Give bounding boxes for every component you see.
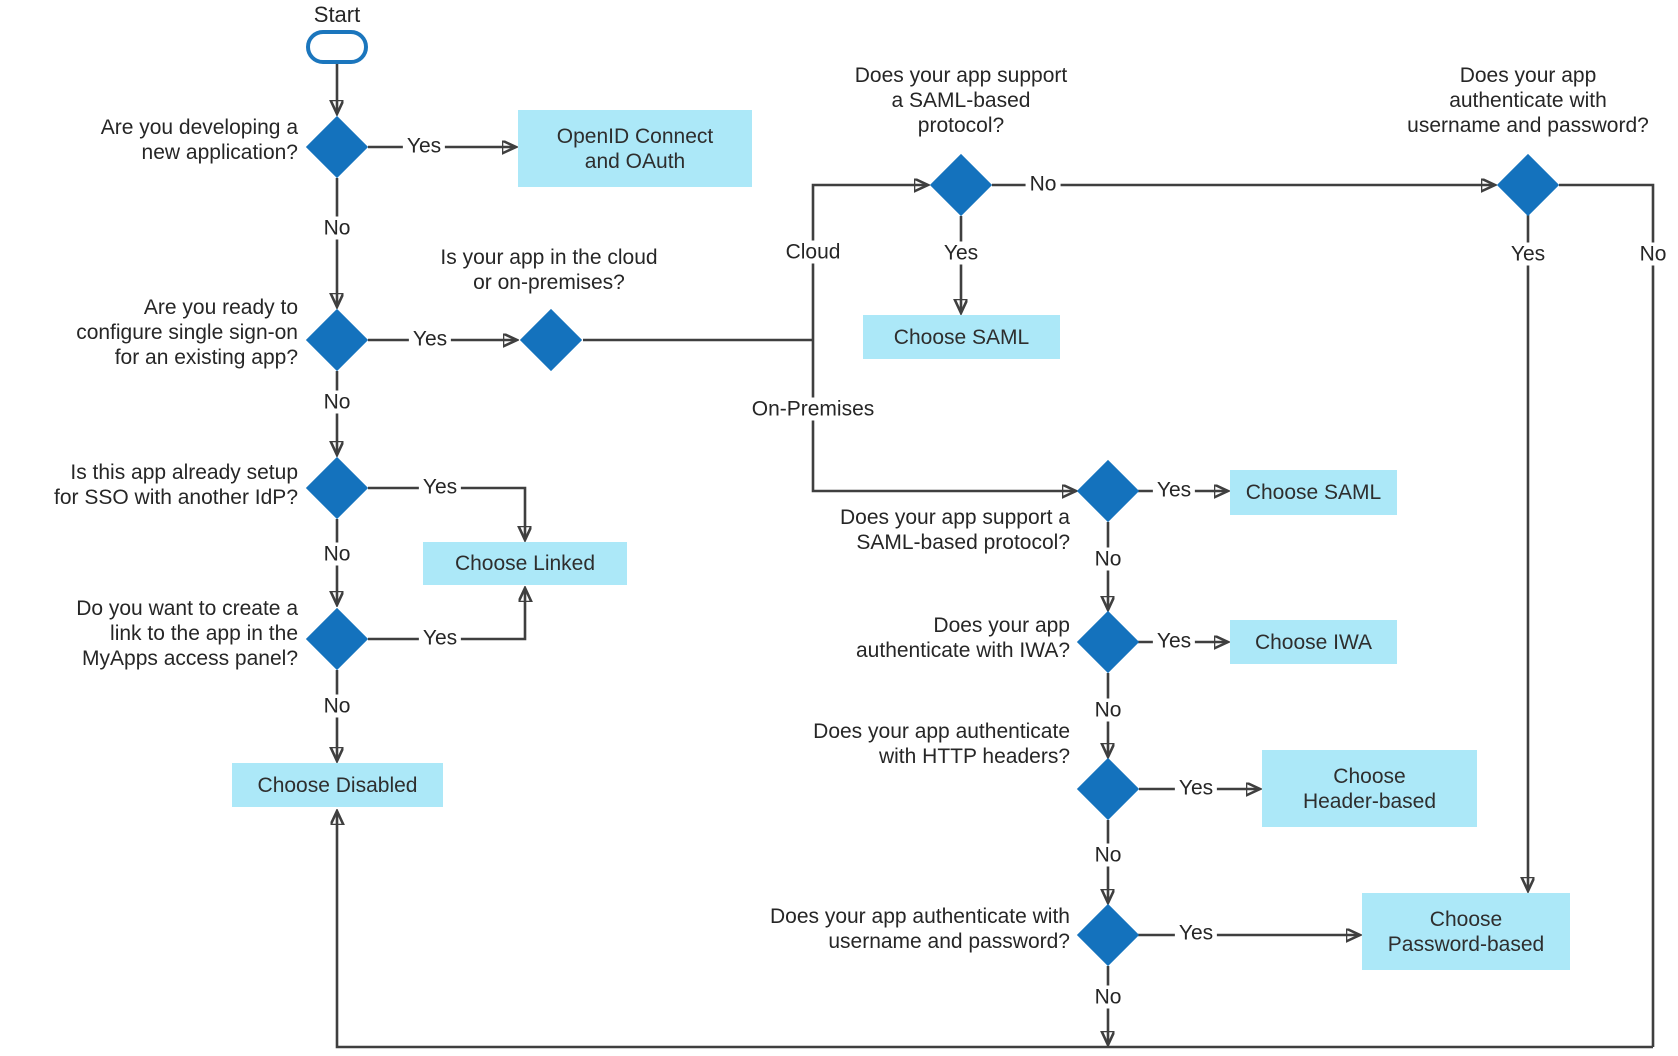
question-myapps-link: Do you want to create a link to the app …	[76, 597, 298, 670]
label-yes-samlcloud: Yes	[939, 241, 983, 265]
question-new-app: Are you developing a new application?	[100, 116, 298, 164]
edge-onprem-branch	[811, 340, 1076, 491]
question-userpass-top: Does your app authenticate with username…	[1407, 64, 1649, 137]
label-yes-userpassbottom: Yes	[1174, 921, 1218, 945]
outcome-choose-saml-onprem: Choose SAML	[1230, 470, 1397, 515]
edge-userpasstop-no	[1559, 183, 1655, 1047]
outcome-choose-iwa: Choose IWA	[1230, 620, 1397, 664]
label-cloud: Cloud	[781, 240, 845, 264]
question-saml-cloud: Does your app support a SAML-based proto…	[854, 64, 1068, 137]
question-userpass-bottom: Does your app authenticate with username…	[769, 905, 1070, 953]
outcome-choose-header-based: Choose Header-based	[1262, 750, 1477, 827]
edge-loop-to-disabled	[337, 811, 1653, 1049]
label-yes-samlonprem: Yes	[1152, 478, 1196, 502]
label-yes-newapp: Yes	[402, 134, 446, 158]
outcome-choose-password-based: Choose Password-based	[1362, 893, 1570, 970]
label-yes-idp: Yes	[418, 475, 462, 499]
question-configure-sso: Are you ready to configure single sign-o…	[76, 296, 298, 369]
outcome-choose-disabled: Choose Disabled	[232, 763, 443, 807]
label-yes-myapps: Yes	[418, 626, 462, 650]
question-saml-onprem: Does your app support a SAML-based proto…	[840, 506, 1070, 554]
outcome-choose-saml-cloud: Choose SAML	[863, 315, 1060, 359]
label-on-premises: On-Premises	[747, 397, 879, 421]
start-label: Start	[313, 2, 361, 27]
question-already-idp: Is this app already setup for SSO with a…	[54, 461, 298, 509]
outcome-openid-oauth: OpenID Connect and OAuth	[518, 110, 752, 187]
outcome-choose-linked: Choose Linked	[423, 542, 627, 585]
label-no-userpasstop: No	[1635, 242, 1671, 266]
label-yes-sso: Yes	[408, 327, 452, 351]
label-no-myapps: No	[319, 694, 355, 718]
label-no-samlcloud: No	[1025, 172, 1061, 196]
label-no-userpassbottom: No	[1090, 985, 1126, 1009]
question-cloud-or-onprem: Is your app in the cloud or on-premises?	[440, 246, 658, 294]
label-no-samlonprem: No	[1090, 547, 1126, 571]
question-http-headers: Does your app authenticate with HTTP hea…	[813, 720, 1070, 768]
label-no-iwa: No	[1090, 698, 1126, 722]
label-yes-http: Yes	[1174, 776, 1218, 800]
label-yes-userpasstop: Yes	[1506, 242, 1550, 266]
label-no-sso: No	[319, 390, 355, 414]
label-no-newapp: No	[319, 216, 355, 240]
start-terminator	[306, 30, 368, 64]
edge-cloud-branch	[811, 185, 928, 340]
question-iwa: Does your app authenticate with IWA?	[856, 614, 1070, 662]
label-no-idp: No	[319, 542, 355, 566]
label-yes-iwa: Yes	[1152, 629, 1196, 653]
label-no-http: No	[1090, 843, 1126, 867]
